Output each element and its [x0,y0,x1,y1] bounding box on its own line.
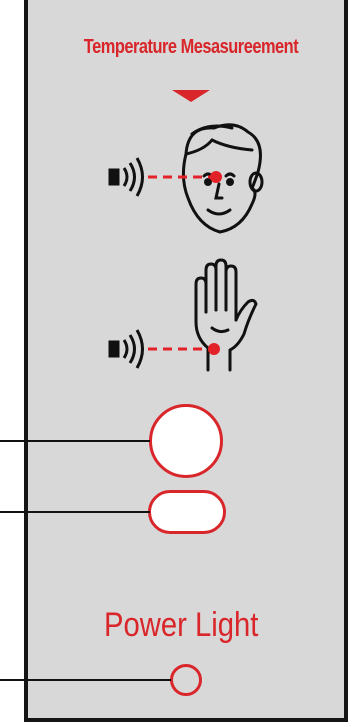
down-arrow-icon [172,90,210,102]
leader-line-measure-button [0,440,150,442]
hand-icon [196,260,256,370]
measure-button[interactable] [149,404,223,478]
sensor-wave-icon [110,330,143,368]
sensor-wave-icon [110,158,143,196]
panel-title: Temperature Mesasureement [72,36,310,59]
leader-line-secondary-button [0,511,150,513]
leader-line-power-light [0,679,171,681]
hand-measurement-illustration [108,258,268,378]
power-indicator-light [170,664,202,696]
face-measurement-illustration [108,118,268,248]
secondary-button[interactable] [148,490,226,534]
power-light-label: Power Light [104,606,276,645]
